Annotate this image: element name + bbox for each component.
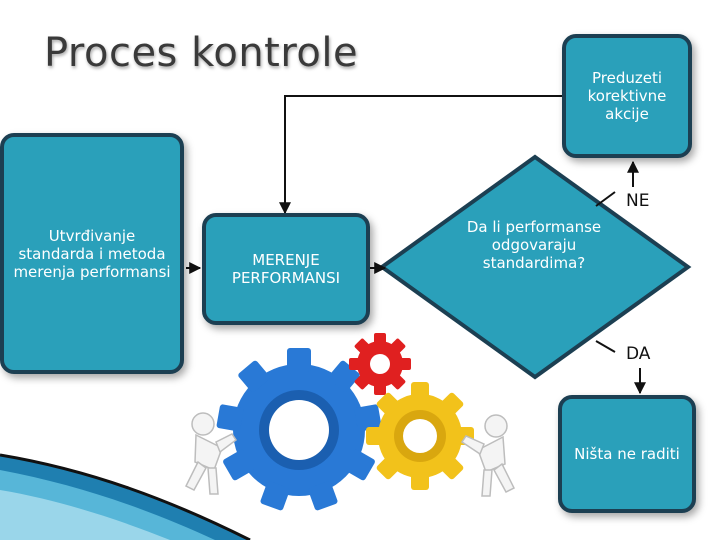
label-yes: DA xyxy=(626,344,651,364)
blue-gear xyxy=(216,348,382,511)
decision-diamond xyxy=(378,154,692,380)
node-nothing-label: Ništa ne raditi xyxy=(574,445,680,463)
node-standards-label: Utvrđivanje standarda i metoda merenja p… xyxy=(13,226,171,281)
node-corrective-label: Preduzeti korektivne akcije xyxy=(587,69,667,123)
left-figure xyxy=(184,412,238,495)
node-nothing: Ništa ne raditi xyxy=(558,395,696,513)
gears-illustration xyxy=(184,333,516,511)
no-pointer xyxy=(595,191,616,207)
arrow-corrective-to-measure xyxy=(279,95,562,215)
label-no: NE xyxy=(626,191,650,211)
right-figure xyxy=(460,414,516,497)
decision-label: Da li performanse odgovaraju standardima… xyxy=(466,218,602,272)
yes-pointer xyxy=(595,340,616,353)
page-title: Proces kontrole xyxy=(44,30,359,76)
red-gear xyxy=(349,333,411,395)
yellow-gear xyxy=(366,382,474,490)
corner-swoosh xyxy=(0,453,251,540)
node-corrective: Preduzeti korektivne akcije xyxy=(562,34,692,158)
node-standards: Utvrđivanje standarda i metoda merenja p… xyxy=(0,133,184,374)
node-measure: MERENJE PERFORMANSI xyxy=(202,213,370,325)
node-measure-label: MERENJE PERFORMANSI xyxy=(231,251,341,287)
